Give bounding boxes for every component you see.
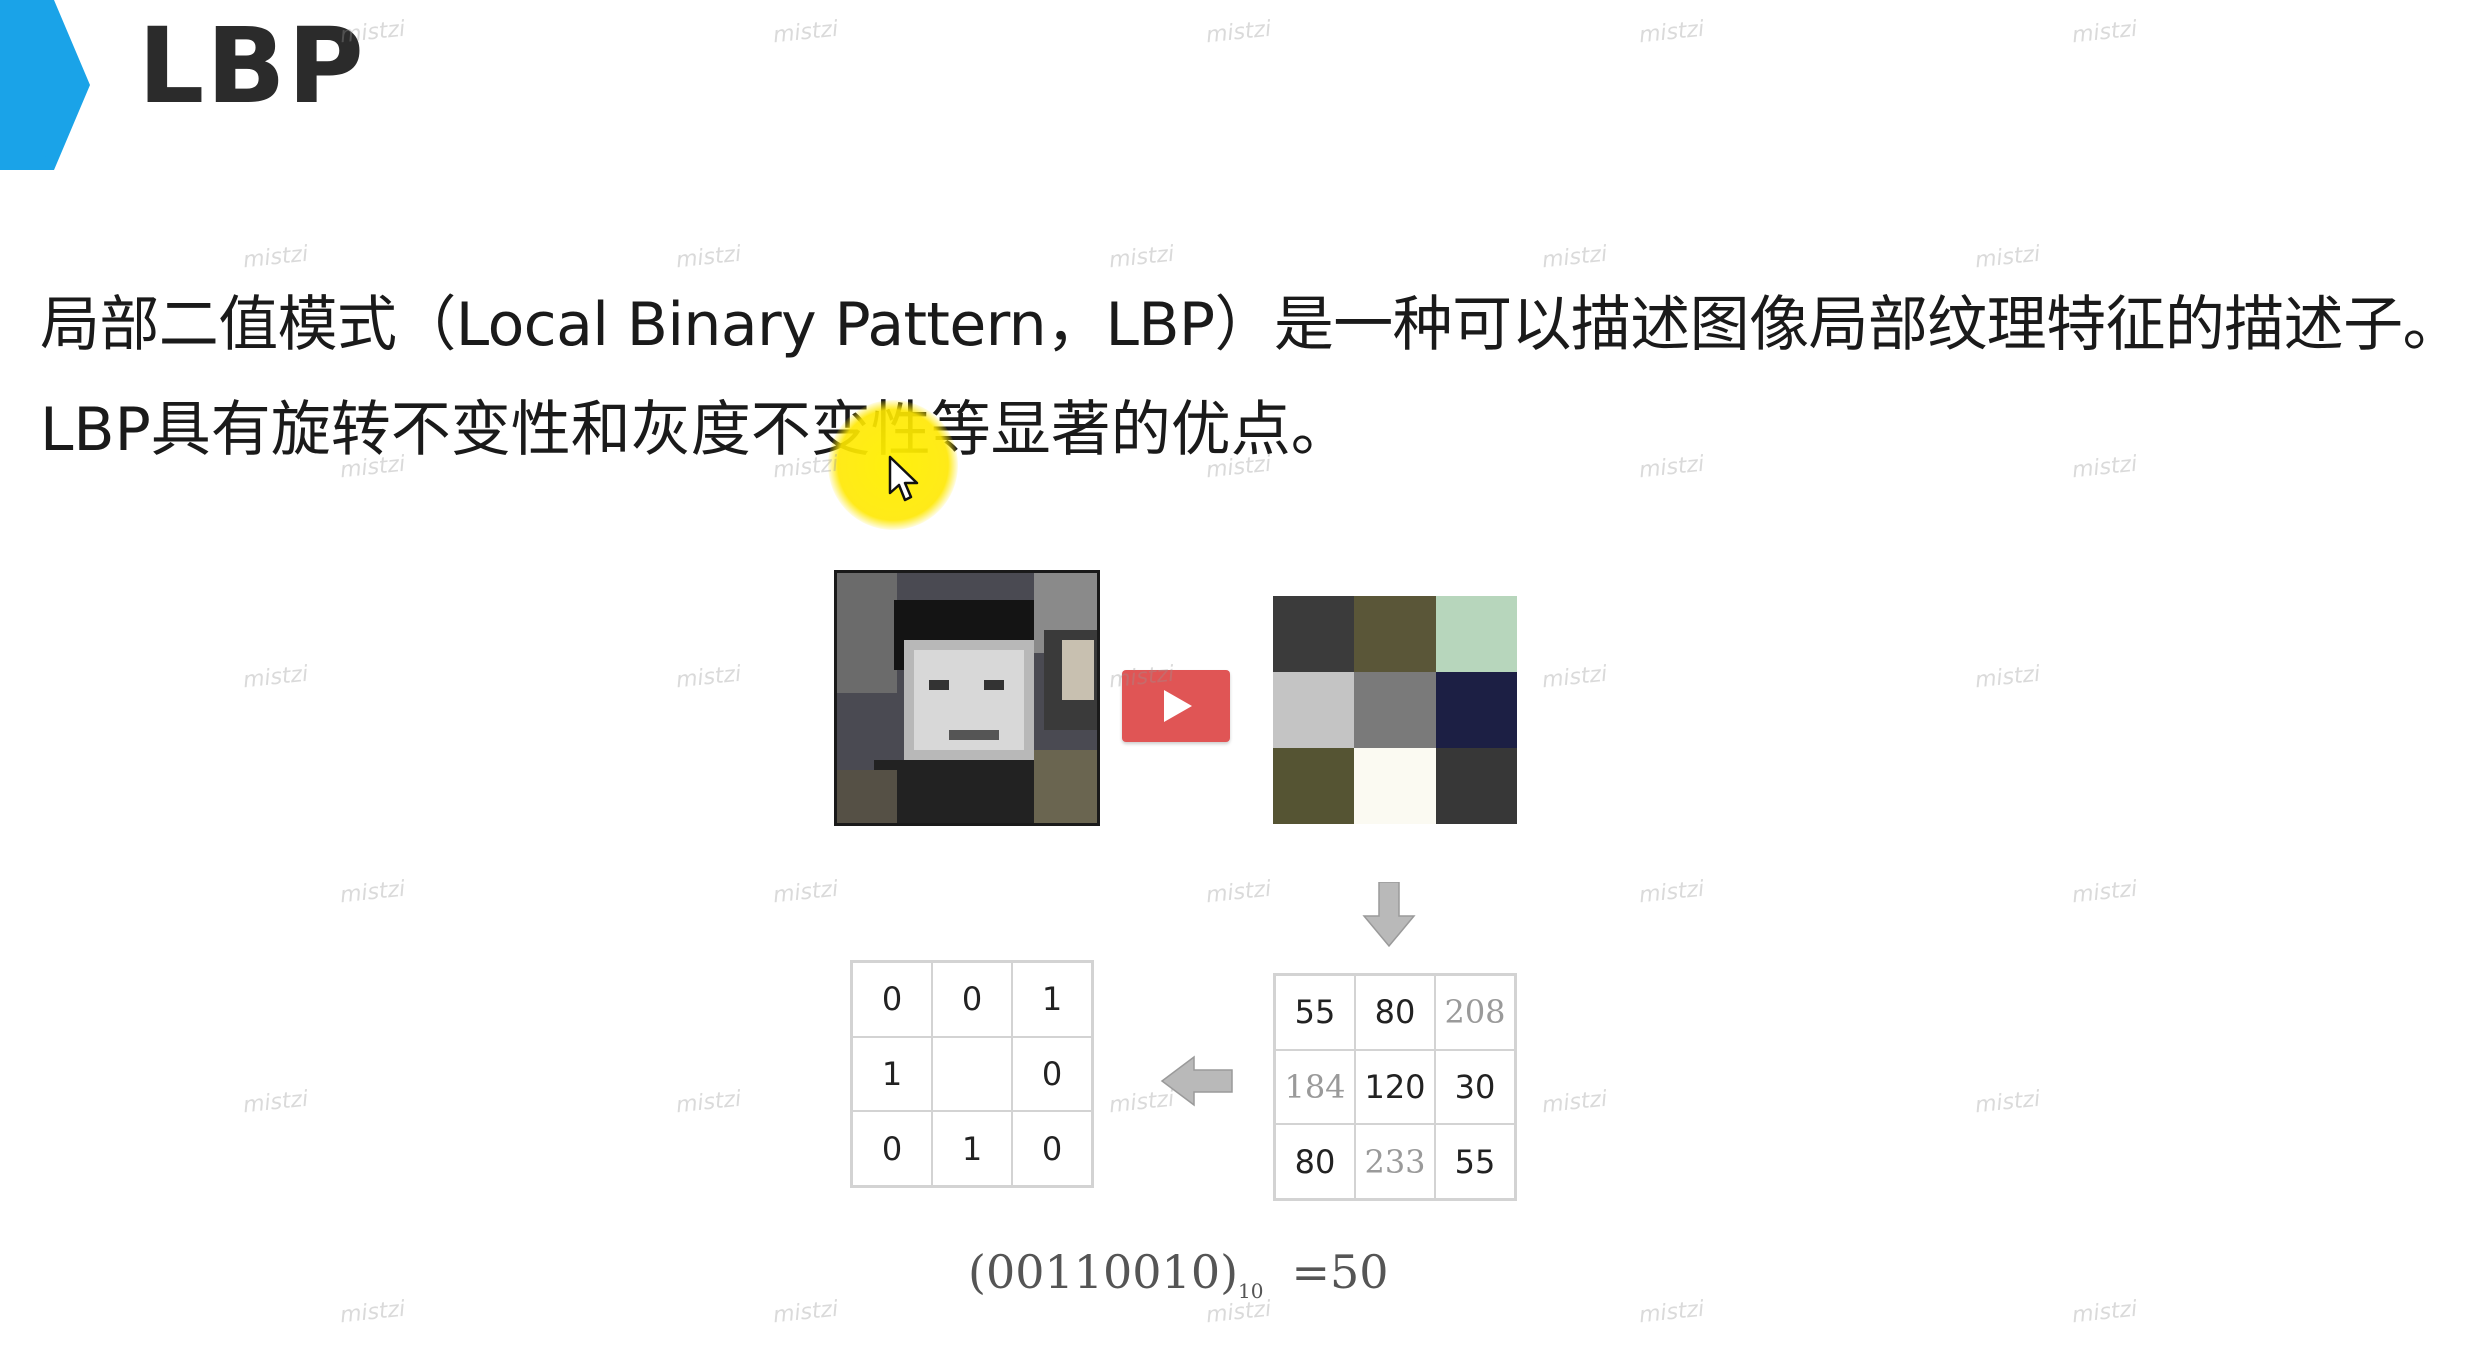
watermark-text: mistzi	[1540, 1086, 1609, 1119]
binary-cell: 0	[1012, 1111, 1092, 1186]
watermark-text: mistzi	[771, 876, 840, 909]
watermark-text: mistzi	[338, 1296, 407, 1329]
binary-cell: 0	[932, 962, 1012, 1037]
pixel-value-cell: 233	[1355, 1124, 1435, 1199]
binary-cell: 0	[852, 1111, 932, 1186]
watermark-text: mistzi	[1107, 241, 1176, 274]
watermark-text: mistzi	[1637, 16, 1706, 49]
pixel-value-cell: 55	[1275, 975, 1355, 1050]
color-cell	[1273, 672, 1355, 748]
watermark-text: mistzi	[2070, 1296, 2139, 1329]
binary-cell: 1	[932, 1111, 1012, 1186]
watermark-text: mistzi	[1973, 661, 2042, 694]
pixel-value-cell: 184	[1275, 1049, 1355, 1125]
formula-result: =50	[1291, 1245, 1389, 1299]
watermark-text: mistzi	[338, 876, 407, 909]
binary-cell	[932, 1036, 1012, 1112]
binary-cell: 1	[1012, 962, 1092, 1037]
color-cell	[1354, 748, 1436, 824]
watermark-text: mistzi	[1973, 1086, 2042, 1119]
play-button[interactable]	[1122, 670, 1230, 742]
watermark-text: mistzi	[771, 1296, 840, 1329]
pixel-value-cell: 80	[1355, 975, 1435, 1050]
color-cell	[1354, 672, 1436, 748]
pixel-value-cell: 208	[1435, 975, 1515, 1050]
watermark-text: mistzi	[1637, 451, 1706, 484]
paragraph-line-1: 局部二值模式（Local Binary Pattern，LBP）是一种可以描述图…	[40, 290, 2462, 360]
watermark-text: mistzi	[1204, 876, 1273, 909]
lbp-formula: (00110010)10 =50	[968, 1245, 1389, 1303]
watermark-text: mistzi	[1540, 661, 1609, 694]
arrow-left-icon	[1160, 1055, 1233, 1107]
mouse-cursor-icon	[888, 455, 919, 502]
watermark-text: mistzi	[1637, 1296, 1706, 1329]
slide-title: LBP	[138, 5, 366, 127]
chevron-accent-icon	[0, 0, 90, 170]
watermark-text: mistzi	[241, 1086, 310, 1119]
watermark-text: mistzi	[241, 661, 310, 694]
watermark-text: mistzi	[1540, 241, 1609, 274]
face-image	[834, 570, 1100, 826]
watermark-text: mistzi	[2070, 876, 2139, 909]
formula-base: 10	[1238, 1279, 1264, 1303]
pixel-value-cell: 55	[1435, 1124, 1515, 1199]
binary-cell: 1	[852, 1036, 932, 1112]
watermark-text: mistzi	[241, 241, 310, 274]
watermark-text: mistzi	[1973, 241, 2042, 274]
color-cell	[1273, 596, 1355, 672]
watermark-text: mistzi	[771, 16, 840, 49]
pixel-value-cell: 120	[1355, 1049, 1435, 1125]
color-cell	[1435, 672, 1517, 748]
paragraph-line-2: LBP具有旋转不变性和灰度不变性等显著的优点。	[40, 395, 1351, 465]
watermark-text: mistzi	[2070, 451, 2139, 484]
arrow-down-icon	[1362, 882, 1416, 948]
binary-cell: 0	[1012, 1036, 1092, 1112]
watermark-text: mistzi	[1637, 876, 1706, 909]
play-icon	[1164, 690, 1192, 722]
color-cell	[1435, 596, 1517, 672]
watermark-text: mistzi	[674, 241, 743, 274]
watermark-text: mistzi	[1204, 16, 1273, 49]
pixel-color-grid	[1273, 596, 1517, 824]
watermark-text: mistzi	[674, 1086, 743, 1119]
pixel-value-cell: 80	[1275, 1124, 1355, 1199]
color-cell	[1354, 596, 1436, 672]
watermark-text: mistzi	[2070, 16, 2139, 49]
formula-binary: (00110010)	[968, 1245, 1239, 1299]
pixel-value-cell: 30	[1435, 1049, 1515, 1125]
color-cell	[1273, 748, 1355, 824]
binary-cell: 0	[852, 962, 932, 1037]
color-cell	[1435, 748, 1517, 824]
watermark-text: mistzi	[674, 661, 743, 694]
